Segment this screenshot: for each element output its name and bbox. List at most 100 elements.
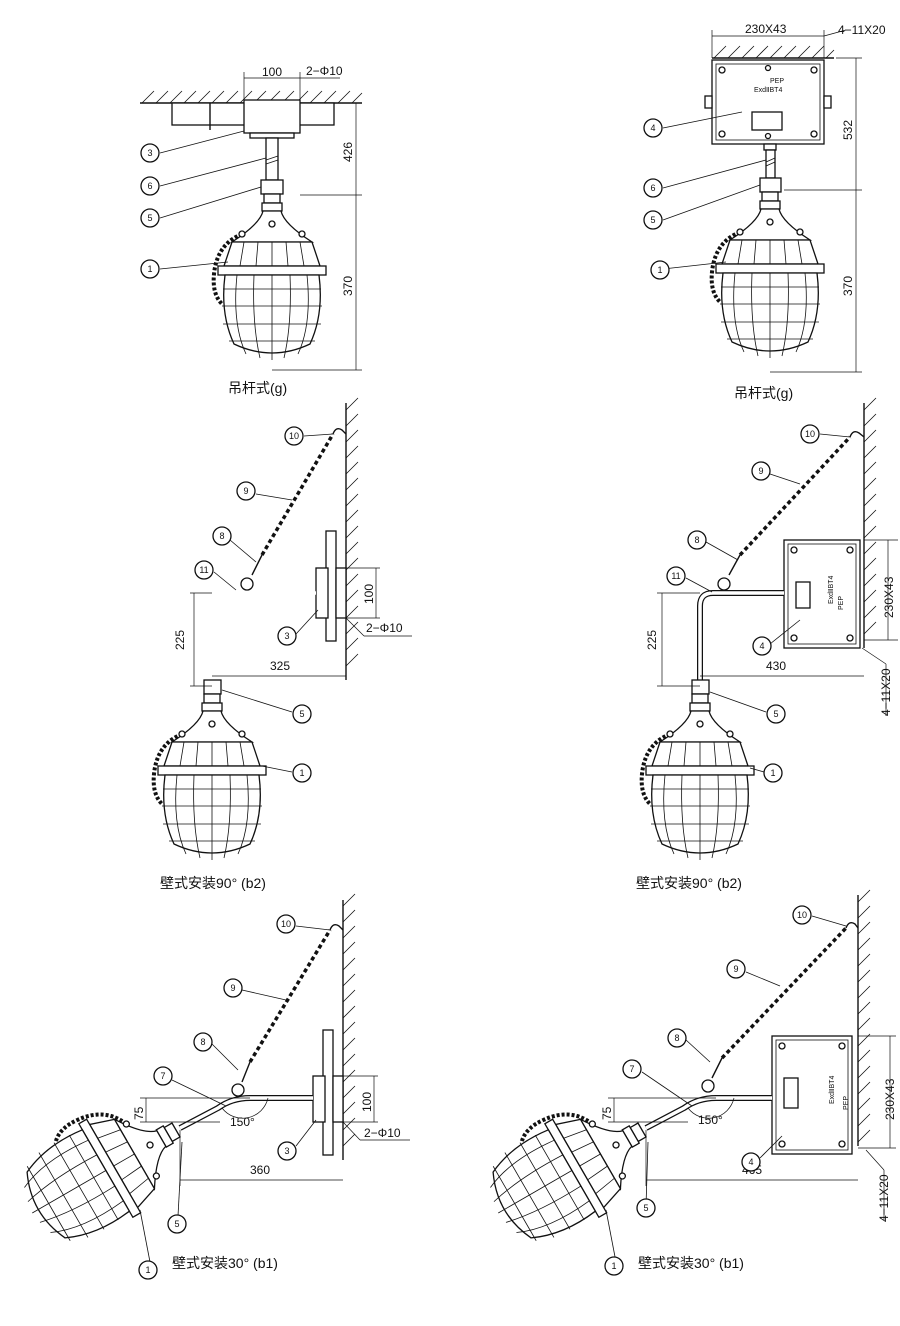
callout-6: 6 — [650, 183, 655, 193]
chain-icon — [241, 929, 332, 1083]
callout-10: 10 — [797, 910, 807, 920]
view-pendant-right: PEP ExdⅡBT4 230X43 4−11X20 532 370 4 6 — [643, 22, 886, 401]
callout-8: 8 — [674, 1033, 679, 1043]
callout-9: 9 — [758, 466, 763, 476]
chain-icon — [251, 433, 335, 576]
dimension-lines — [711, 29, 862, 373]
dim-2phi10: 2−Φ10 — [306, 64, 343, 78]
dim-370: 370 — [841, 276, 855, 296]
callouts: 3 6 5 1 — [140, 130, 267, 279]
dimension-lines — [140, 1075, 410, 1186]
callouts: 10 9 8 11 4 5 1 — [666, 424, 851, 783]
dim-225: 225 — [645, 630, 659, 650]
hook-icon — [849, 430, 865, 438]
junction-box-icon — [711, 59, 825, 145]
junction-box-icon — [771, 1035, 853, 1155]
callout-3: 3 — [284, 1146, 289, 1156]
callout-10: 10 — [281, 919, 291, 929]
wall-hatch-icon — [863, 397, 877, 648]
dim-75: 75 — [132, 1106, 146, 1120]
dim-2phi10: 2−Φ10 — [366, 621, 403, 635]
dim-230x43: 230X43 — [883, 1078, 897, 1120]
dim-532: 532 — [841, 120, 855, 140]
callout-5: 5 — [299, 709, 304, 719]
callout-1: 1 — [657, 265, 662, 275]
lamp-icon — [151, 692, 268, 862]
dim-150deg: 150° — [698, 1113, 723, 1127]
box-marking-exd: ExdⅡBT4 — [828, 576, 835, 604]
view-wall30-right: PEP ExdⅡBT4 230X43 4−11X20 75 150° 465 — [467, 889, 897, 1276]
caption-pendant-left: 吊杆式(g) — [228, 380, 287, 396]
ceiling-hatch-icon — [712, 45, 835, 59]
callout-7: 7 — [629, 1064, 634, 1074]
caption-wall30-right: 壁式安装30° (b1) — [638, 1255, 744, 1271]
callout-1: 1 — [145, 1265, 150, 1275]
callout-10: 10 — [805, 429, 815, 439]
dim-230x43: 230X43 — [745, 22, 787, 36]
callouts: 10 9 8 7 4 5 1 — [604, 905, 847, 1276]
callout-1: 1 — [770, 768, 775, 778]
callout-4: 4 — [759, 641, 764, 651]
hook-icon — [845, 921, 859, 929]
callout-6: 6 — [147, 181, 152, 191]
callout-11: 11 — [671, 571, 680, 581]
callout-1: 1 — [147, 264, 152, 274]
hook-icon — [332, 427, 347, 435]
dimension-lines — [608, 1035, 896, 1220]
callout-3: 3 — [147, 148, 152, 158]
dim-426: 426 — [341, 142, 355, 162]
junction-box-icon — [783, 539, 861, 649]
callout-5: 5 — [147, 213, 152, 223]
box-marking-pep: PEP — [770, 78, 784, 85]
callout-11: 11 — [199, 565, 208, 575]
caption-wall90-right: 壁式安装90° (b2) — [636, 875, 742, 891]
dim-2phi10: 2−Φ10 — [364, 1126, 401, 1140]
dimension-lines — [190, 567, 412, 687]
callout-1: 1 — [299, 768, 304, 778]
view-pendant-left: 100 2−Φ10 426 370 3 6 5 1 吊杆式(g) — [140, 64, 363, 396]
view-wall90-right: PEP ExdⅡBT4 230X43 4−11X20 225 430 — [636, 397, 898, 891]
callout-3: 3 — [284, 631, 289, 641]
dim-325: 325 — [270, 659, 290, 673]
callout-9: 9 — [230, 983, 235, 993]
callout-5: 5 — [174, 1219, 179, 1229]
lamp-icon — [467, 1077, 671, 1262]
callout-8: 8 — [200, 1037, 205, 1047]
dim-4-11x20: 4−11X20 — [838, 23, 886, 37]
dim-225: 225 — [173, 630, 187, 650]
dim-430: 430 — [766, 659, 786, 673]
chain-icon — [728, 435, 852, 576]
callouts: 4 6 5 1 — [643, 111, 767, 280]
callout-4: 4 — [650, 123, 655, 133]
dim-370: 370 — [341, 276, 355, 296]
callout-8: 8 — [219, 531, 224, 541]
box-marking-exd: ExdⅡBT4 — [829, 1076, 836, 1104]
wall-hatch-icon — [342, 893, 356, 1160]
box-marking-pep: PEP — [838, 596, 845, 610]
caption-wall30-left: 壁式安装30° (b1) — [172, 1255, 278, 1271]
dim-360: 360 — [250, 1163, 270, 1177]
callout-5: 5 — [773, 709, 778, 719]
lamp-icon — [211, 192, 328, 362]
wall-hatch-icon — [345, 397, 359, 680]
caption-pendant-right: 吊杆式(g) — [734, 385, 793, 401]
view-wall90-left: 100 2−Φ10 225 325 10 9 8 11 3 5 1 壁式安装90… — [151, 397, 412, 891]
caption-wall90-left: 壁式安装90° (b2) — [160, 875, 266, 891]
callout-8: 8 — [694, 535, 699, 545]
dim-75: 75 — [600, 1106, 614, 1120]
hook-icon — [329, 923, 344, 931]
dim-4-11x20: 4−11X20 — [879, 668, 893, 716]
lamp-icon — [709, 190, 826, 360]
callout-7: 7 — [160, 1071, 165, 1081]
callouts: 10 9 8 11 3 5 1 — [194, 426, 334, 783]
dim-100: 100 — [360, 1092, 374, 1112]
callout-5: 5 — [650, 215, 655, 225]
view-wall30-left: 100 2−Φ10 75 150° 360 10 9 8 7 3 5 1 壁式安… — [1, 893, 410, 1280]
callout-5: 5 — [643, 1203, 648, 1213]
dim-150deg: 150° — [230, 1115, 255, 1129]
callouts: 10 9 8 7 3 5 1 — [138, 914, 331, 1280]
box-marking-exd: ExdⅡBT4 — [754, 87, 782, 94]
callout-9: 9 — [733, 964, 738, 974]
chain-icon — [711, 926, 848, 1079]
dimension-lines — [243, 72, 362, 371]
